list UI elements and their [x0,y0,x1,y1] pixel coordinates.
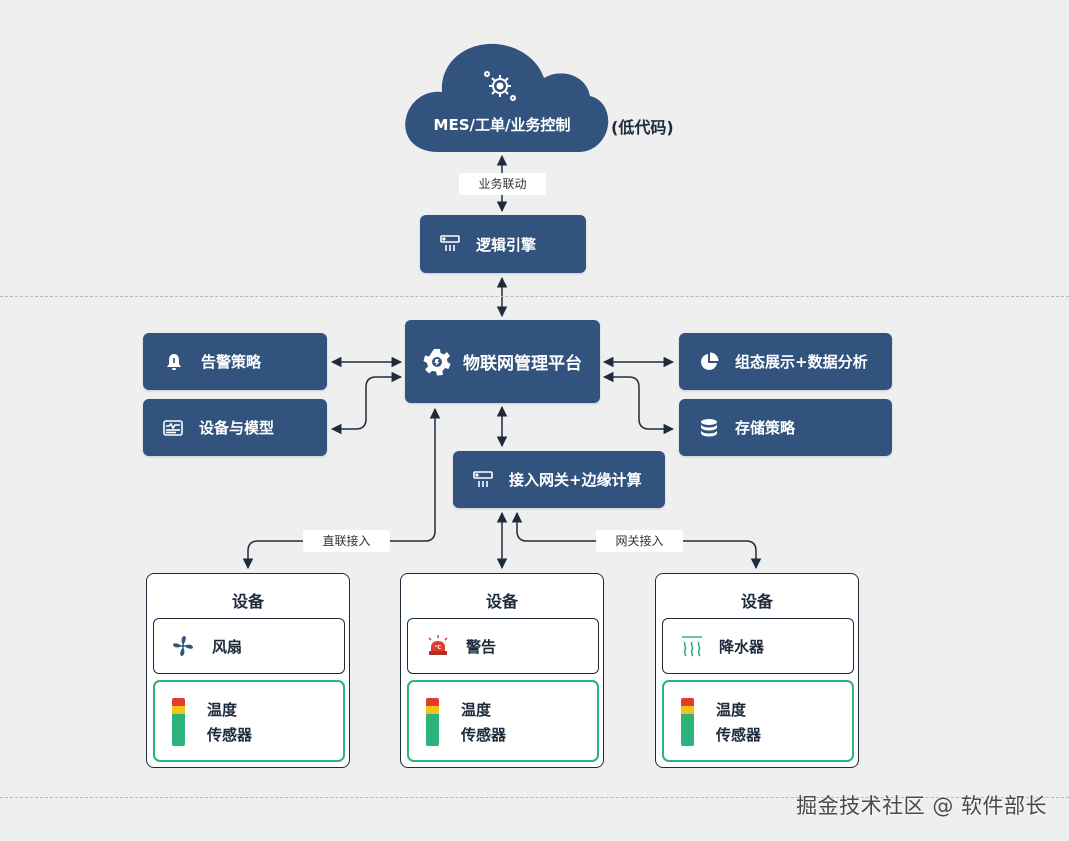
sensor-label-line1: 温度 [716,701,747,719]
heat-wave-icon [681,635,703,657]
actuator-cooler[interactable]: 降水器 [662,618,854,674]
cloud-label: MES/工单/业务控制 [433,116,571,134]
divider-bottom [0,797,1069,798]
sensor-label-line2: 传感器 [461,726,507,744]
iot-platform-node[interactable]: 物联网管理平台 [405,320,600,403]
actuator-label: 降水器 [719,637,765,656]
link-platform-storage [602,371,675,435]
logic-engine-label: 逻辑引擎 [476,235,537,254]
sensor-label-line2: 传感器 [716,726,762,744]
device-model-node[interactable]: 设备与模型 [143,399,327,456]
actuator-fan[interactable]: 风扇 [153,618,345,674]
actuator-label: 警告 [466,637,497,656]
business-link-tag: 业务联动 [459,173,546,195]
siren-icon: °C [426,635,450,657]
visualization-label: 组态展示+数据分析 [735,353,868,371]
sensor-label: 温度 传感器 [461,698,506,748]
temperature-sensor[interactable]: 温度 传感器 [153,680,345,762]
direct-link-tag: 直联接入 [303,530,390,552]
watermark: 掘金技术社区 @ 软件部长 [796,794,1047,818]
device-card-2[interactable]: 设备 °C 警告 温度 传感器 [400,573,604,768]
visualization-node[interactable]: 组态展示+数据分析 [679,333,892,390]
sensor-label: 温度 传感器 [207,698,252,748]
svg-text:°C: °C [435,645,442,651]
divider-top [0,296,1069,297]
server-icon [473,470,493,490]
alarm-policy-label: 告警策略 [201,353,262,371]
sensor-label-line1: 温度 [207,701,238,719]
gateway-link-tag: 网关接入 [596,530,683,552]
thermometer-gauge-icon [172,698,185,746]
temperature-sensor[interactable]: 温度 传感器 [662,680,854,762]
low-code-note: (低代码) [611,118,674,137]
device-title: 设备 [231,592,264,611]
gear-network-icon [484,71,516,101]
sensor-label-line1: 温度 [461,701,492,719]
sensor-label-line2: 传感器 [207,726,253,744]
database-icon [699,418,719,438]
storage-policy-node[interactable]: 存储策略 [679,399,892,456]
gear-icon [423,348,451,376]
edge-gateway-node[interactable]: 接入网关+边缘计算 [453,451,665,508]
device-card-3[interactable]: 设备 降水器 温度 传感器 [655,573,859,768]
logic-engine-node[interactable]: 逻辑引擎 [420,215,586,273]
thermometer-gauge-icon [426,698,439,746]
device-title: 设备 [740,592,773,611]
device-title: 设备 [485,592,518,611]
bell-icon [165,352,183,372]
edge-gateway-label: 接入网关+边缘计算 [509,471,642,489]
actuator-siren[interactable]: °C 警告 [407,618,599,674]
actuator-label: 风扇 [212,637,243,656]
sensor-label: 温度 传感器 [716,698,761,748]
temperature-sensor[interactable]: 温度 传感器 [407,680,599,762]
device-model-label: 设备与模型 [199,419,275,437]
storage-policy-label: 存储策略 [735,419,796,437]
iot-platform-label: 物联网管理平台 [463,354,582,374]
server-icon [440,234,460,254]
pie-chart-icon [699,352,719,372]
alarm-policy-node[interactable]: 告警策略 [143,333,327,390]
link-platform-model [330,371,403,435]
thermometer-gauge-icon [681,698,694,746]
device-card-1[interactable]: 设备 风扇 温度 传感器 [146,573,350,768]
cloud-shape[interactable] [400,36,610,158]
monitor-icon [163,419,183,437]
fan-icon [172,635,194,657]
